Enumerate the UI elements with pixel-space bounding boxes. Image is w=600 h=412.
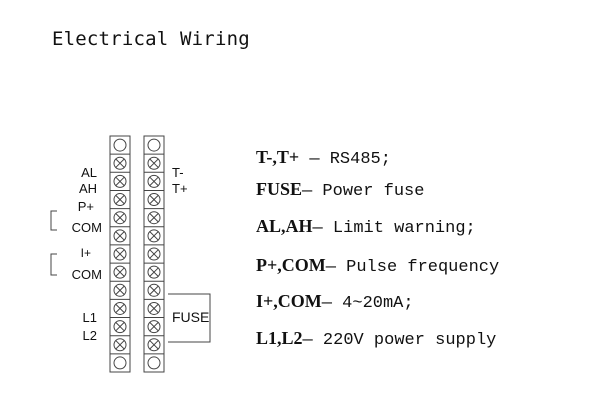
desc-pulse: P+,COM— Pulse frequency [256, 254, 499, 279]
screw-cross [115, 213, 125, 223]
label-com-2: COM [72, 267, 102, 282]
bracket-current [50, 253, 57, 276]
label-fuse: FUSE [172, 309, 209, 325]
page-title: Electrical Wiring [52, 28, 250, 50]
screw-cross [149, 194, 159, 205]
screw-cross [115, 231, 125, 241]
label-al: AL [81, 165, 97, 180]
desc-key: P+,COM [256, 255, 326, 275]
screw-cross [115, 285, 125, 295]
label-com-1: COM [72, 220, 102, 235]
desc-text: — 4~20mA; [321, 294, 414, 313]
screw-cross [115, 249, 125, 259]
label-ah: AH [79, 181, 97, 196]
desc-key: T-,T+ [256, 147, 300, 167]
terminal-mount-hole [147, 138, 161, 152]
screw-cross [149, 249, 159, 259]
screw-cross [115, 194, 125, 205]
desc-fuse: FUSE— Power fuse [256, 178, 424, 203]
desc-current: I+,COM— 4~20mA; [256, 290, 414, 315]
desc-text: — 220V power supply [302, 331, 497, 350]
screw-cross [149, 176, 159, 186]
screw-cross [149, 158, 159, 168]
screw-cross [149, 213, 159, 223]
label-l2: L2 [83, 328, 97, 343]
screw-cross [115, 158, 125, 168]
bracket-pulse [50, 210, 57, 231]
label-t-minus: T- [172, 165, 184, 180]
desc-key: FUSE [256, 179, 303, 199]
label-p-plus: P+ [78, 199, 94, 214]
screw-cross [149, 340, 159, 350]
desc-text: — Pulse frequency [325, 258, 500, 277]
terminals [110, 138, 164, 370]
terminal-mount-hole [147, 356, 161, 370]
terminal-mount-hole [113, 356, 127, 370]
screw-cross [115, 176, 125, 186]
desc-text: — RS485; [299, 150, 391, 169]
desc-text: — Power fuse [302, 182, 425, 201]
screw-cross [149, 322, 159, 332]
screw-cross [115, 303, 125, 314]
desc-rs485: T-,T+ — RS485; [256, 146, 391, 171]
desc-key: L1,L2 [256, 328, 303, 348]
desc-text: — Limit warning; [312, 219, 476, 238]
desc-limit: AL,AH— Limit warning; [256, 215, 476, 240]
screw-cross [149, 285, 159, 295]
desc-key: AL,AH [256, 216, 313, 236]
screw-cross [149, 303, 159, 314]
terminal-mount-hole [113, 138, 127, 152]
screw-cross [115, 267, 125, 277]
label-l1: L1 [83, 310, 97, 325]
screw-cross [149, 231, 159, 241]
label-i-plus: I+ [81, 246, 91, 260]
bracket-fuse [168, 293, 211, 343]
desc-key: I+,COM [256, 291, 322, 311]
screw-cross [115, 322, 125, 332]
screw-cross [115, 340, 125, 350]
label-t-plus: T+ [172, 181, 188, 196]
screw-cross [149, 267, 159, 277]
desc-power: L1,L2— 220V power supply [256, 327, 496, 352]
